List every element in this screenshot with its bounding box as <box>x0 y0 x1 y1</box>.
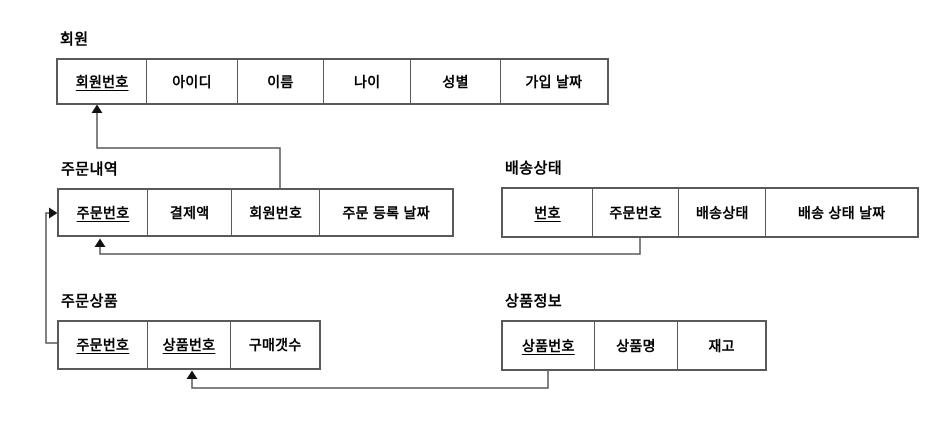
column-delivery-date: 배송 상태 날짜 <box>797 204 886 221</box>
table-delivery-status: 배송상태 번호 주문번호 배송상태 배송 상태 날짜 <box>501 160 919 238</box>
column-order-id-pk: 주문번호 <box>59 190 149 235</box>
table-title-delivery-status: 배송상태 <box>505 160 563 177</box>
column-member-id-pk: 회원번호 <box>58 60 148 103</box>
column-gender: 성별 <box>411 60 501 103</box>
column-login-id: 아이디 <box>147 60 238 103</box>
table-order-history: 주문내역 주문번호 결제액 회원번호 주문 등록 날짜 <box>57 161 454 237</box>
table-title-member: 회원 <box>60 31 89 48</box>
column-order-id-fk: 주문번호 <box>593 189 680 236</box>
column-product-name: 상품명 <box>595 322 679 369</box>
table-order-product: 주문상품 주문번호 상품번호 구매갯수 <box>57 293 321 370</box>
table-row: 번호 주문번호 배송상태 배송 상태 날짜 <box>501 187 919 238</box>
table-title-product-info: 상품정보 <box>505 293 563 310</box>
column-delivery-state: 배송상태 <box>679 189 767 236</box>
column-order-id-pk: 주문번호 <box>59 322 148 368</box>
table-product-info: 상품정보 상품번호 상품명 재고 <box>501 293 767 371</box>
column-product-id-pk: 상품번호 <box>503 322 595 369</box>
column-payment-amount: 결제액 <box>148 190 233 235</box>
column-stock: 재고 <box>708 337 735 354</box>
arrow-up-icon <box>91 104 103 113</box>
table-row: 회원번호 아이디 이름 나이 성별 가입 날짜 <box>56 58 609 105</box>
column-age: 나이 <box>324 60 412 103</box>
table-row: 주문번호 결제액 회원번호 주문 등록 날짜 <box>57 188 454 237</box>
column-purchase-count: 구매갯수 <box>248 337 302 353</box>
arrow-up-icon <box>94 238 106 247</box>
column-number-pk: 번호 <box>503 189 594 236</box>
table-member: 회원 회원번호 아이디 이름 나이 성별 가입 날짜 <box>56 31 609 105</box>
table-row: 주문번호 상품번호 구매갯수 <box>57 320 321 370</box>
column-name: 이름 <box>238 60 325 103</box>
column-member-id-fk: 회원번호 <box>232 190 321 235</box>
table-title-order-history: 주문내역 <box>61 161 119 178</box>
column-product-id-pk: 상품번호 <box>148 322 232 368</box>
arrow-up-icon <box>186 370 198 379</box>
relation-line-delivery-to-orderhistory <box>99 238 641 255</box>
relation-line-productinfo-to-orderproduct <box>191 371 549 389</box>
table-row: 상품번호 상품명 재고 <box>501 320 767 371</box>
column-order-reg-date: 주문 등록 날짜 <box>342 204 430 221</box>
column-join-date: 가입 날짜 <box>525 73 583 90</box>
table-title-order-product: 주문상품 <box>61 293 119 310</box>
